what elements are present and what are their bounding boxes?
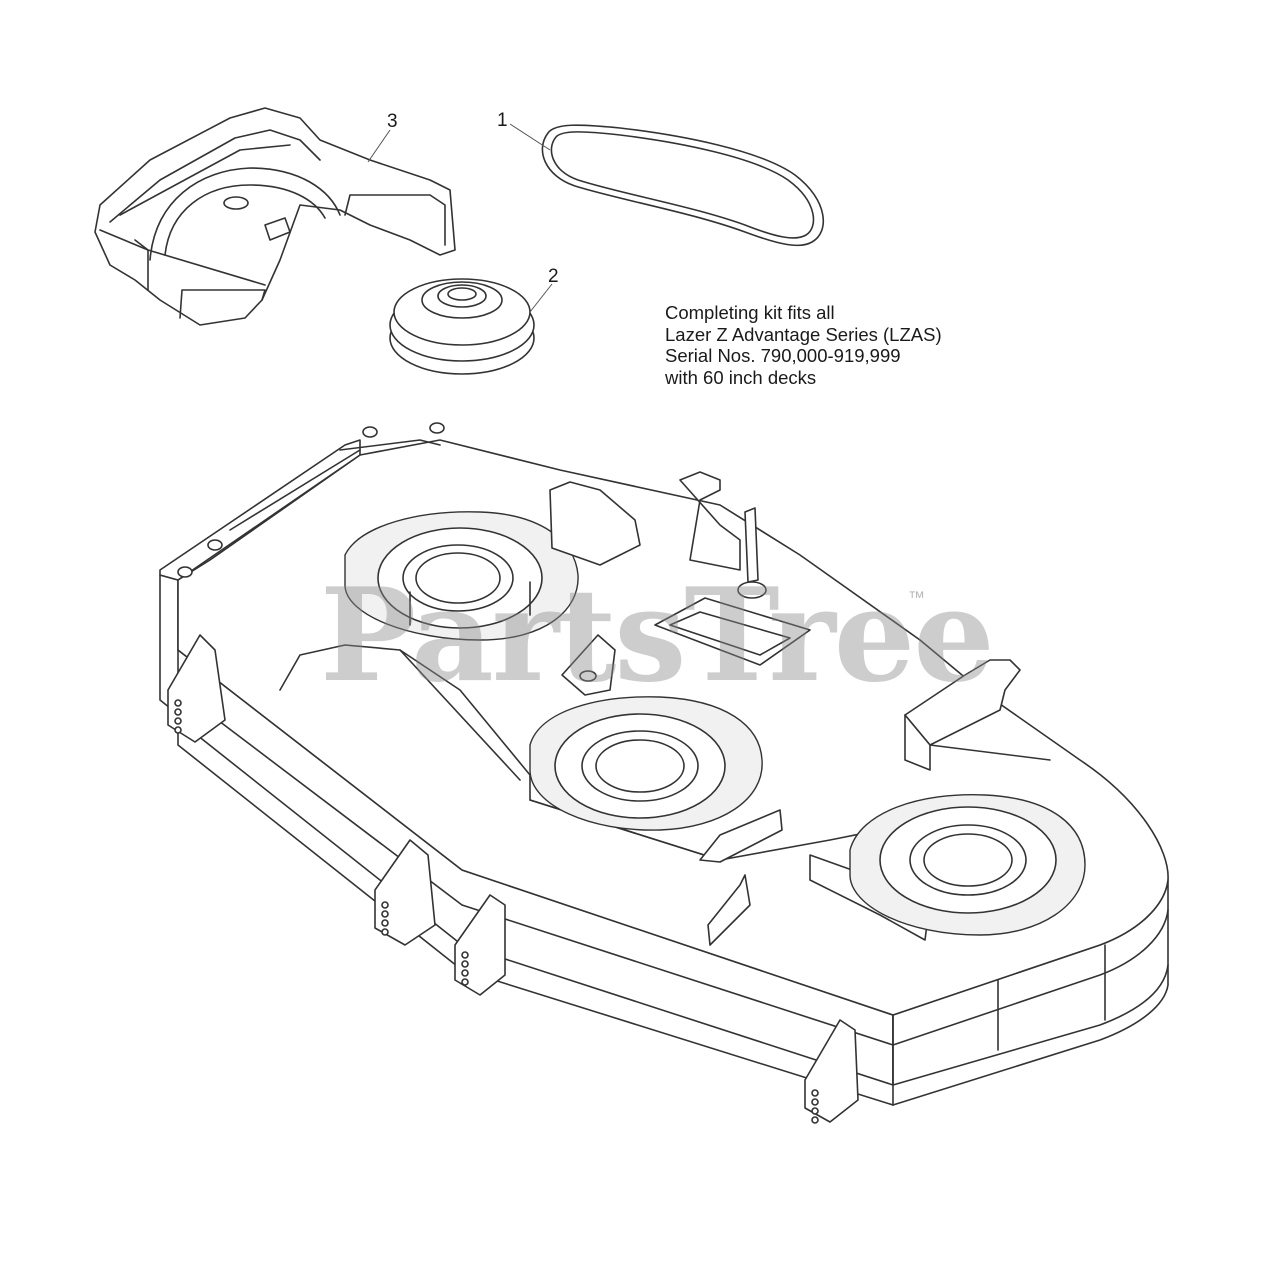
- front-bracket-2: [374, 839, 436, 946]
- center-spindle: [529, 696, 763, 831]
- svg-text:2: 2: [548, 266, 559, 287]
- mower-deck: [159, 422, 1169, 1124]
- belt-part: [541, 124, 825, 247]
- compatibility-note: Completing kit fits all Lazer Z Advantag…: [665, 302, 942, 388]
- front-bracket-3: [454, 894, 506, 996]
- svg-text:3: 3: [387, 111, 398, 132]
- note-line-4: with 60 inch decks: [665, 366, 817, 388]
- callout-1: 1: [497, 110, 551, 151]
- callout-2: 2: [529, 266, 559, 313]
- belt-cover-part: [94, 107, 456, 326]
- front-bracket-1: [167, 634, 226, 743]
- front-bracket-4: [804, 1019, 859, 1124]
- trademark-symbol: ™: [908, 588, 925, 607]
- pulley-part: [389, 278, 535, 375]
- left-spindle: [344, 511, 579, 641]
- watermark: PartsTree: [320, 561, 995, 711]
- svg-text:1: 1: [497, 110, 508, 131]
- note-line-3: Serial Nos. 790,000-919,999: [665, 345, 901, 366]
- note-line-1: Completing kit fits all: [665, 302, 835, 323]
- right-spindle: [849, 794, 1086, 936]
- note-line-2: Lazer Z Advantage Series (LZAS): [665, 323, 942, 345]
- callout-3: 3: [367, 111, 398, 163]
